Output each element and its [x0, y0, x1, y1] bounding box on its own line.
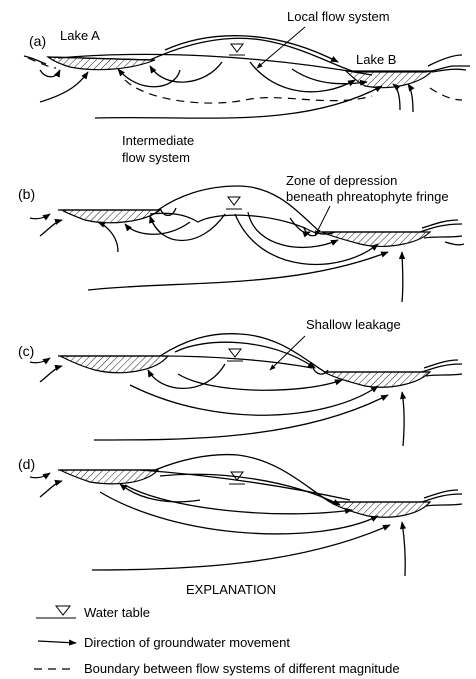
lake-a-c: [60, 356, 168, 373]
lake-b-d: [330, 502, 430, 517]
panel-b: (b) Zone of depression beneath phreatoph…: [18, 173, 464, 302]
lake-b-c: [324, 372, 430, 387]
explanation-legend: EXPLANATION Water table Direction of gro…: [34, 582, 400, 676]
panel-d: (d): [18, 455, 462, 576]
lake-b-b: [322, 232, 430, 246]
water-table-symbol-b: [226, 197, 242, 209]
panel-c: (c) Shallow leakage: [18, 317, 462, 446]
depression-zone-label-1: Zone of depression: [286, 173, 397, 188]
lake-b-label: Lake B: [356, 52, 396, 67]
lake-b: [346, 71, 432, 88]
water-table-icon: [36, 606, 76, 618]
legend-water-table: Water table: [84, 605, 150, 620]
water-table-line-b: [150, 213, 335, 234]
lake-a: [48, 57, 155, 70]
explanation-title: EXPLANATION: [186, 582, 276, 597]
legend-boundary: Boundary between flow systems of differe…: [84, 661, 400, 676]
flow-arrow-icon: [38, 641, 76, 643]
lake-a-label: Lake A: [60, 28, 100, 43]
intermediate-flow-label-1: Intermediate: [122, 133, 194, 148]
shallow-leakage-label: Shallow leakage: [306, 317, 401, 332]
water-table-symbol-d: [229, 472, 245, 484]
local-flow-label: Local flow system: [287, 9, 390, 24]
water-table-symbol-a: [229, 44, 245, 55]
panel-a-label: (a): [29, 33, 46, 49]
depression-zone-label-2: beneath phreatophyte fringe: [286, 189, 449, 204]
intermediate-flow-label-2: flow system: [122, 150, 190, 165]
legend-groundwater-direction: Direction of groundwater movement: [84, 635, 290, 650]
panel-b-label: (b): [18, 186, 35, 202]
lake-a-d: [60, 470, 158, 484]
panel-a: (a) Lake A Lake B Local flow system: [24, 9, 470, 165]
water-table-line-c: [162, 356, 312, 368]
panel-c-label: (c): [18, 343, 34, 359]
lake-a-b: [62, 210, 160, 223]
panel-d-label: (d): [18, 456, 35, 472]
